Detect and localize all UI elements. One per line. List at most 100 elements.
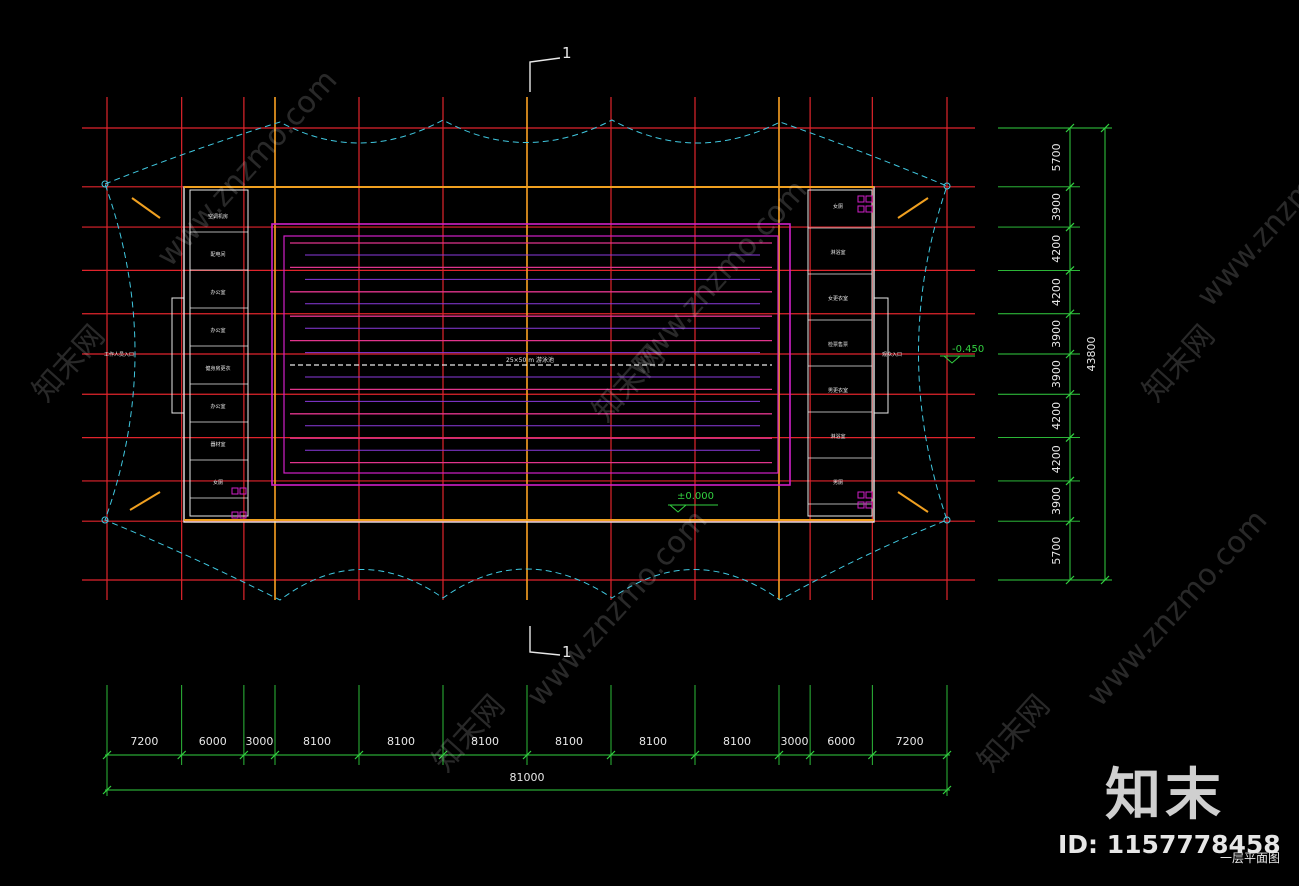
dim-label-vertical: 4200 — [1050, 402, 1063, 430]
brand-logo-text: 知末 — [1105, 763, 1225, 828]
dim-slash — [1100, 575, 1110, 585]
dim-slash — [690, 750, 700, 760]
room-label-right: 检票售票 — [828, 341, 848, 348]
room-label-right: 男更衣室 — [828, 387, 848, 394]
section-marker-top: 1 — [529, 44, 572, 92]
dim-label-vertical: 3900 — [1050, 193, 1063, 221]
dim-slash — [438, 750, 448, 760]
mast-anchor — [101, 180, 109, 188]
room-label-left: 空调机房 — [208, 213, 228, 220]
elevation-outside-value: -0.450 — [952, 344, 984, 355]
dim-label-horizontal: 8100 — [471, 735, 499, 748]
dim-label-horizontal: 8100 — [555, 735, 583, 748]
room-label-right: 女厕 — [833, 203, 843, 210]
membrane-canopy-outline — [101, 119, 951, 601]
room-label-left: 办公室 — [210, 327, 225, 334]
dim-slash — [606, 750, 616, 760]
section-marker-bottom: 1 — [529, 626, 572, 661]
dim-label-horizontal: 8100 — [723, 735, 751, 748]
room-label-left: 办公室 — [210, 403, 225, 410]
dim-label-vertical: 3900 — [1050, 360, 1063, 388]
pool-basin — [283, 235, 779, 474]
plan-title: 一层平面图 — [1220, 851, 1280, 865]
dim-label-horizontal: 7200 — [130, 735, 158, 748]
right-service-block — [807, 189, 873, 517]
tie-rod — [897, 491, 929, 513]
dim-slash — [942, 750, 952, 760]
toilet-fixture — [231, 511, 239, 519]
dim-slash — [1065, 476, 1075, 486]
dim-slash — [942, 785, 952, 795]
dim-label-vertical: 5700 — [1050, 143, 1063, 171]
room-label-right: 淋浴室 — [830, 433, 845, 440]
toilet-fixture — [857, 205, 865, 213]
toilet-fixture — [865, 501, 873, 509]
dim-slash — [1065, 516, 1075, 526]
entrance-label-left: 工作人员入口 — [104, 351, 134, 358]
dimension-lines: 7200 6000 3000 8100 8100 8100 8100 8100 8100 3000… — [102, 123, 1112, 796]
mast-anchor — [943, 182, 951, 190]
elevation-mark-outside: -0.450 — [940, 344, 984, 364]
dim-slash — [270, 750, 280, 760]
dim-slash — [522, 750, 532, 760]
room-labels: 空调机房配电间办公室办公室健身房更衣办公室器材室女厕女厕淋浴室女更衣室检票售票男… — [190, 195, 873, 519]
dim-label-horizontal: 8100 — [303, 735, 331, 748]
dim-label-horizontal: 8100 — [639, 735, 667, 748]
brand-id-text: ID: 1157778458 — [1058, 830, 1281, 859]
toilet-fixture — [239, 511, 247, 519]
left-service-block — [189, 189, 249, 517]
dim-slash — [867, 750, 877, 760]
dim-label-horizontal: 3000 — [245, 735, 273, 748]
section-marker-label-top: 1 — [562, 44, 572, 62]
building-walls — [171, 186, 889, 523]
room-label-right: 男厕 — [833, 480, 843, 486]
right-entrance-vestibule — [873, 297, 889, 414]
toilet-fixture — [865, 205, 873, 213]
dim-slash — [1065, 222, 1075, 232]
structural-grid — [82, 97, 975, 600]
toilet-fixture — [857, 195, 865, 203]
dim-label-total-width: 81000 — [510, 771, 545, 784]
pool-label: 25×50 m 游泳池 — [506, 356, 554, 364]
pool-deck-outline — [271, 223, 791, 486]
dim-slash — [354, 750, 364, 760]
dim-label-horizontal: 8100 — [387, 735, 415, 748]
room-label-left: 配电间 — [210, 251, 225, 258]
dim-slash — [102, 785, 112, 795]
tie-rod — [129, 491, 161, 511]
dim-label-vertical: 3900 — [1050, 487, 1063, 515]
dim-slash — [1100, 123, 1110, 133]
entrance-label-right: 观众入口 — [882, 352, 902, 358]
room-label-left: 女厕 — [213, 479, 223, 486]
left-entrance-vestibule — [171, 297, 185, 414]
dim-slash — [1065, 389, 1075, 399]
mast-anchor — [101, 516, 109, 524]
section-marker-label-bottom: 1 — [562, 643, 572, 661]
dim-label-horizontal: 6000 — [827, 735, 855, 748]
toilet-fixture — [239, 487, 247, 495]
toilet-fixture — [865, 195, 873, 203]
dim-label-horizontal: 6000 — [199, 735, 227, 748]
toilet-fixture — [865, 491, 873, 499]
tie-rod — [131, 197, 161, 219]
dim-slash — [1065, 575, 1075, 585]
dim-slash — [774, 750, 784, 760]
dim-slash — [1065, 182, 1075, 192]
elevation-floor-value: ±0.000 — [677, 491, 714, 502]
elevation-mark-floor: ±0.000 — [668, 491, 718, 513]
dim-label-vertical: 4200 — [1050, 235, 1063, 263]
dim-label-horizontal: 7200 — [896, 735, 924, 748]
dim-label-horizontal: 3000 — [781, 735, 809, 748]
room-label-left: 健身房更衣 — [205, 365, 230, 372]
dim-slash — [805, 750, 815, 760]
dim-label-vertical: 3900 — [1050, 320, 1063, 348]
room-label-left: 办公室 — [210, 289, 225, 296]
dim-label-vertical: 4200 — [1050, 278, 1063, 306]
swimming-pool — [271, 223, 791, 486]
toilet-fixture — [857, 501, 865, 509]
room-label-right: 女更衣室 — [828, 295, 848, 302]
canopy-edge — [104, 119, 948, 601]
tie-rod — [897, 197, 929, 219]
dim-slash — [102, 750, 112, 760]
